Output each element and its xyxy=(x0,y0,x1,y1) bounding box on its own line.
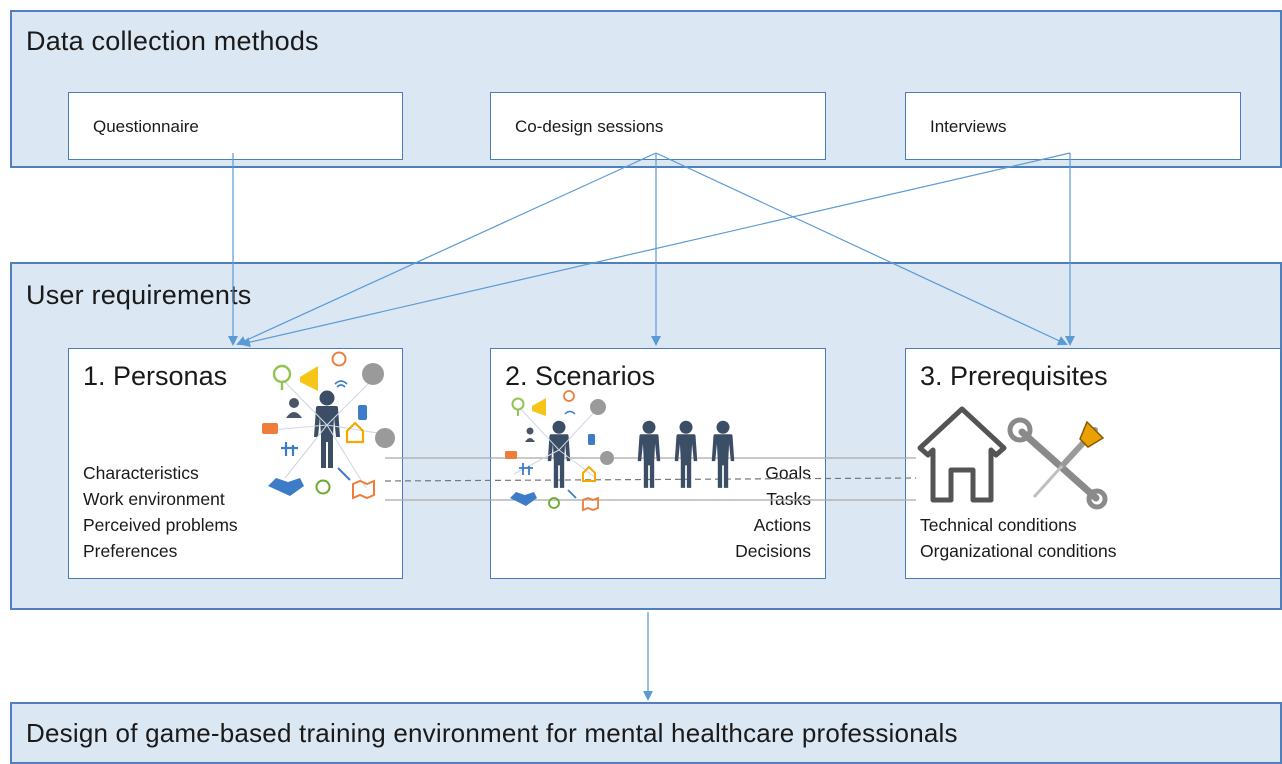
personas-title: 1. Personas xyxy=(83,361,228,391)
scenario-doctor-icon xyxy=(525,427,535,442)
prereq-attr-technical: Technical conditions xyxy=(920,515,1077,535)
doctor-icon xyxy=(286,398,302,418)
megaphone-icon xyxy=(300,366,318,391)
scenario-person-icon-3 xyxy=(674,420,698,488)
interviews-label: Interviews xyxy=(930,117,1007,136)
scenario-basketball-icon xyxy=(563,390,575,402)
home-icon xyxy=(345,421,365,444)
co-design-sessions-box: Co-design sessions xyxy=(490,92,826,160)
person-icon xyxy=(314,390,340,468)
group-icon xyxy=(375,428,395,448)
head-gears-icon xyxy=(362,363,384,385)
scenario-person-icon-4 xyxy=(711,420,735,488)
alarm-clock-icon xyxy=(315,479,331,495)
prerequisites-attributes: Technical conditions Organizational cond… xyxy=(920,512,1117,564)
personas-attr-preferences: Preferences xyxy=(83,541,178,561)
personas-attr-characteristics: Characteristics xyxy=(83,463,199,483)
co-design-sessions-label: Co-design sessions xyxy=(515,117,664,136)
scenario-person-icon-2 xyxy=(637,420,661,488)
scenario-lightbulb-icon xyxy=(511,397,525,416)
questionnaire-box: Questionnaire xyxy=(68,92,403,160)
scenarios-illustration xyxy=(505,390,735,512)
data-collection-title: Data collection methods xyxy=(26,26,319,56)
scenario-alarm-clock-icon xyxy=(548,497,560,509)
personas-attr-perceived-problems: Perceived problems xyxy=(83,515,238,535)
scenarios-box: 2. Scenarios Goals Tasks Actions Decisio… xyxy=(490,348,826,579)
design-title: Design of game-based training environmen… xyxy=(26,718,958,748)
handshake-icon xyxy=(268,478,304,496)
prerequisites-title: 3. Prerequisites xyxy=(920,361,1108,391)
wifi-icon xyxy=(334,380,348,388)
phone-icon xyxy=(358,405,367,420)
scenario-phone-icon xyxy=(588,434,595,445)
scenario-handshake-icon xyxy=(510,492,537,506)
arrow-codesign-prerequisites xyxy=(655,152,1068,346)
scenario-megaphone-icon xyxy=(532,398,546,416)
user-requirements-title: User requirements xyxy=(26,280,252,310)
map-icon xyxy=(352,479,375,500)
wallet-icon xyxy=(262,423,278,434)
scenario-family-icon xyxy=(519,463,533,475)
arrow-codesign-personas xyxy=(236,152,657,346)
scenarios-attributes: Goals Tasks Actions Decisions xyxy=(735,460,811,564)
screwdriver-wrench-icon xyxy=(1007,417,1108,510)
scenarios-attr-actions: Actions xyxy=(753,515,811,535)
scenarios-title: 2. Scenarios xyxy=(505,361,656,391)
scenario-wifi-icon xyxy=(564,410,576,415)
scenario-home-icon xyxy=(582,465,596,482)
questionnaire-label: Questionnaire xyxy=(93,117,199,136)
arrows xyxy=(228,152,1075,701)
scenario-wallet-icon xyxy=(505,451,517,459)
scenario-head-gears-icon xyxy=(590,399,606,415)
lightbulb-icon xyxy=(272,364,292,390)
scenario-map-icon xyxy=(582,496,599,512)
link-icon xyxy=(337,467,351,481)
data-collection-panel: Data collection methods Questionnaire Co… xyxy=(10,10,1282,168)
scenarios-attr-tasks: Tasks xyxy=(766,489,811,509)
scenario-link-icon xyxy=(567,489,577,499)
family-icon xyxy=(281,442,298,456)
interviews-box: Interviews xyxy=(905,92,1241,160)
prereq-attr-organizational: Organizational conditions xyxy=(920,541,1117,561)
scenarios-attr-goals: Goals xyxy=(765,463,811,483)
scenarios-attr-decisions: Decisions xyxy=(735,541,811,561)
design-panel: Design of game-based training environmen… xyxy=(10,702,1282,764)
arrow-interviews-personas xyxy=(240,152,1071,348)
personas-illustration xyxy=(262,351,395,500)
personas-attr-work-environment: Work environment xyxy=(83,489,225,509)
basketball-icon xyxy=(331,351,347,367)
prerequisites-illustration xyxy=(917,406,1108,510)
house-outline-icon xyxy=(917,406,1007,503)
scenario-group-icon xyxy=(600,451,614,465)
personas-attributes: Characteristics Work environment Perceiv… xyxy=(83,460,238,564)
personas-box: 1. Personas Characteristics Work environ… xyxy=(68,348,403,579)
